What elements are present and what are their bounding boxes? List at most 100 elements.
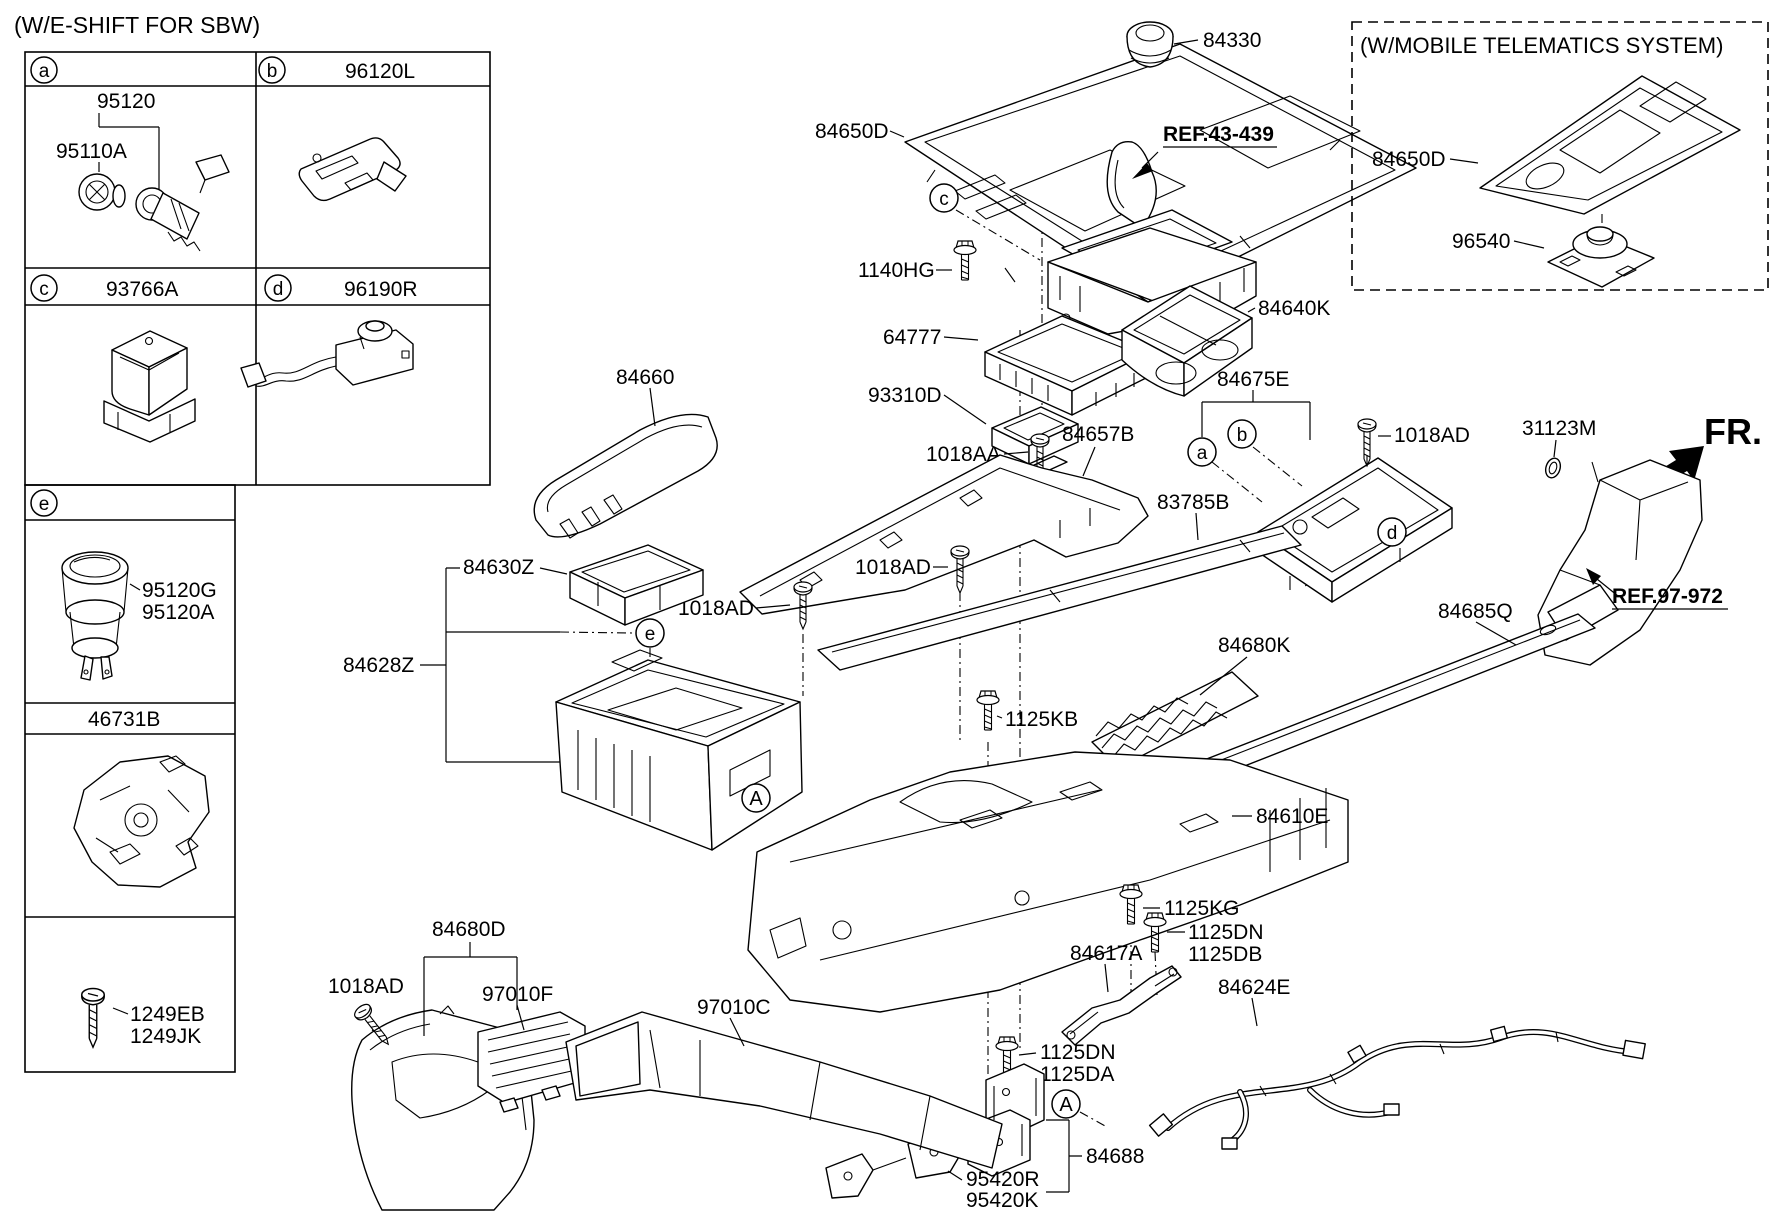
ref-link-shifter[interactable]: REF.43-439 — [1132, 123, 1277, 179]
label-83785b: 83785B — [1157, 491, 1229, 514]
part-93310d-unit — [991, 406, 1079, 473]
label-84624e: 84624E — [1218, 976, 1290, 999]
ref-duct-text: REF.97-972 — [1612, 585, 1723, 608]
label-95110a: 95110A — [56, 140, 127, 163]
label-96120l: 96120L — [345, 60, 415, 83]
marker-d-letter: d — [273, 279, 284, 300]
label-95120g: 95120G — [142, 579, 217, 602]
part-97010f-vent — [477, 1011, 586, 1113]
part-84675e-tray — [1257, 457, 1453, 603]
label-84640k: 84640K — [1258, 297, 1330, 320]
switch-96190r-drawing — [240, 320, 414, 388]
callout-marker-c: c — [929, 183, 959, 213]
callout-marker-view-a-bottom: A — [1051, 1089, 1081, 1119]
part-64777-tray — [984, 315, 1151, 416]
part-97010c-duct — [565, 1011, 1003, 1169]
label-1018ad-mid: 1018AD — [855, 556, 931, 579]
part-84650d-top-garnish — [904, 43, 1417, 314]
part-84630z-tray — [569, 544, 704, 626]
label-84617a: 84617A — [1070, 942, 1142, 965]
part-84610e-console-body — [747, 751, 1349, 1013]
label-1140hg: 1140HG — [858, 259, 935, 282]
bolt-1140hg-icon — [953, 240, 977, 281]
part-84660-armrest — [533, 413, 718, 539]
reference-table: a b 96120L c 93766A d 96190R e 46731B 95… — [24, 51, 491, 1073]
part-84657b-rail — [739, 454, 1149, 615]
label-inset-84650d: 84650D — [1372, 148, 1446, 171]
label-84650d: 84650D — [815, 120, 889, 143]
part-84624e-harness — [1148, 1025, 1646, 1150]
unit-46731b-drawing — [73, 755, 210, 888]
page-note: (W/E-SHIFT FOR SBW) — [14, 12, 260, 38]
label-1018ad-bottom: 1018AD — [328, 975, 404, 998]
bolt-1125kb-icon — [976, 690, 1000, 731]
inset-96540-drawing — [1547, 226, 1655, 288]
label-84660: 84660 — [616, 366, 674, 389]
switch-93766a-drawing — [103, 330, 196, 443]
label-1249eb: 1249EB — [130, 1003, 205, 1026]
cell-e-header: e — [30, 489, 58, 517]
label-31123m: 31123M — [1522, 417, 1596, 440]
label-84680d: 84680D — [432, 918, 506, 941]
lighter-assembly-drawing: 95120 95110A — [56, 90, 230, 252]
label-84610e: 84610E — [1256, 805, 1328, 828]
marker-b-icon — [258, 56, 286, 84]
label-95420r: 95420R — [966, 1168, 1040, 1191]
label-64777: 64777 — [883, 326, 941, 349]
marker-d-icon — [264, 274, 292, 302]
marker-e-icon — [30, 489, 58, 517]
callout-marker-d: d — [1377, 517, 1407, 547]
storage-box-drawing — [555, 649, 803, 851]
label-93766a: 93766A — [106, 278, 178, 301]
marker-c-letter: c — [39, 279, 49, 300]
ref-link-duct[interactable]: REF.97-972 — [1586, 568, 1728, 610]
cell-a-header: a — [30, 56, 58, 84]
screw-1249-drawing: 1249EB 1249JK — [81, 987, 205, 1048]
marker-c-icon — [30, 274, 58, 302]
fr-label: FR. — [1704, 411, 1762, 452]
marker-e-letter: e — [39, 494, 50, 515]
svg-text:e: e — [645, 624, 656, 645]
label-1125da: 1125DA — [1040, 1063, 1114, 1086]
callout-marker-e: e — [635, 618, 665, 648]
marker-a-icon — [30, 56, 58, 84]
label-1125kb: 1125KB — [1005, 708, 1078, 731]
part-84617a-bracket — [1061, 965, 1182, 1046]
label-84628z: 84628Z — [343, 654, 414, 677]
shifter-assembly-drawing — [1047, 141, 1257, 373]
part-84330-knob: 84330 — [1126, 21, 1261, 68]
cell-d-header: d 96190R — [264, 274, 418, 302]
label-97010f: 97010F — [482, 983, 553, 1006]
label-1018aa: 1018AA — [926, 443, 1001, 466]
outlet-95120g-drawing: 95120G 95120A — [61, 551, 217, 681]
inset-title: (W/MOBILE TELEMATICS SYSTEM) — [1360, 33, 1723, 58]
label-84688: 84688 — [1086, 1145, 1144, 1168]
label-84680k: 84680K — [1218, 634, 1290, 657]
label-1125kg: 1125KG — [1164, 897, 1240, 920]
ref-shifter-text: REF.43-439 — [1163, 123, 1274, 146]
callout-marker-a: a — [1187, 437, 1217, 467]
svg-text:c: c — [939, 189, 949, 210]
label-46731b: 46731B — [88, 708, 160, 731]
part-83785b-panel — [817, 525, 1302, 671]
label-84630z: 84630Z — [463, 556, 534, 579]
svg-text:A: A — [1059, 1094, 1073, 1116]
label-1125db: 1125DB — [1188, 943, 1262, 966]
label-95420k: 95420K — [966, 1189, 1038, 1211]
label-84657b: 84657B — [1062, 423, 1134, 446]
label-inset-96540: 96540 — [1452, 230, 1510, 253]
callout-marker-view-a-mid: A — [741, 783, 771, 813]
part-84640k-cupholder — [1121, 285, 1253, 397]
label-84685q: 84685Q — [1438, 600, 1513, 623]
label-1018ad-right: 1018AD — [1394, 424, 1470, 447]
label-97010c: 97010C — [697, 996, 771, 1019]
label-1125dn-upper: 1125DN — [1188, 921, 1264, 944]
callout-marker-b: b — [1227, 419, 1257, 449]
label-84330: 84330 — [1203, 29, 1261, 52]
part-31123m-clip — [1544, 457, 1562, 479]
label-84675e: 84675E — [1217, 368, 1289, 391]
arrowhead-icon — [1132, 163, 1153, 179]
label-1249jk: 1249JK — [130, 1025, 201, 1048]
